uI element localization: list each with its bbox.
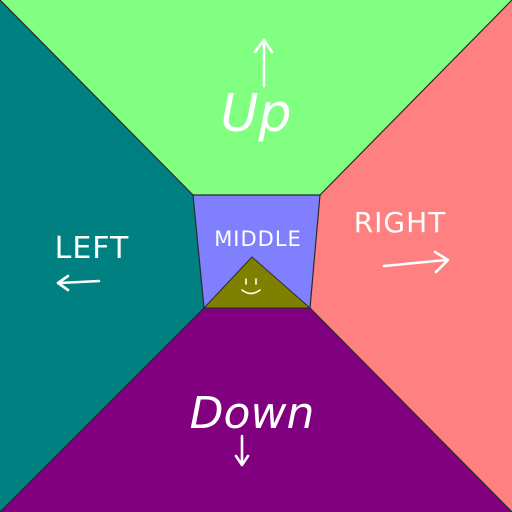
middle-label: MIDDLE: [214, 227, 302, 251]
left-zone[interactable]: [0, 0, 204, 512]
arrow-up-icon: [253, 38, 274, 88]
smiley-face-marks: [241, 278, 261, 295]
smiley-face-icon: [202, 256, 312, 309]
arrow-right-icon: [382, 250, 450, 274]
left-label: LEFT: [55, 231, 130, 266]
down-zone[interactable]: [0, 308, 512, 512]
right-zone[interactable]: [310, 0, 512, 512]
arrow-left-icon: [56, 274, 101, 292]
down-label: Down: [190, 388, 315, 439]
up-zone[interactable]: [0, 0, 512, 195]
arrow-down-icon: [234, 434, 250, 467]
right-label: RIGHT: [354, 206, 447, 239]
up-label: Up: [220, 84, 291, 144]
